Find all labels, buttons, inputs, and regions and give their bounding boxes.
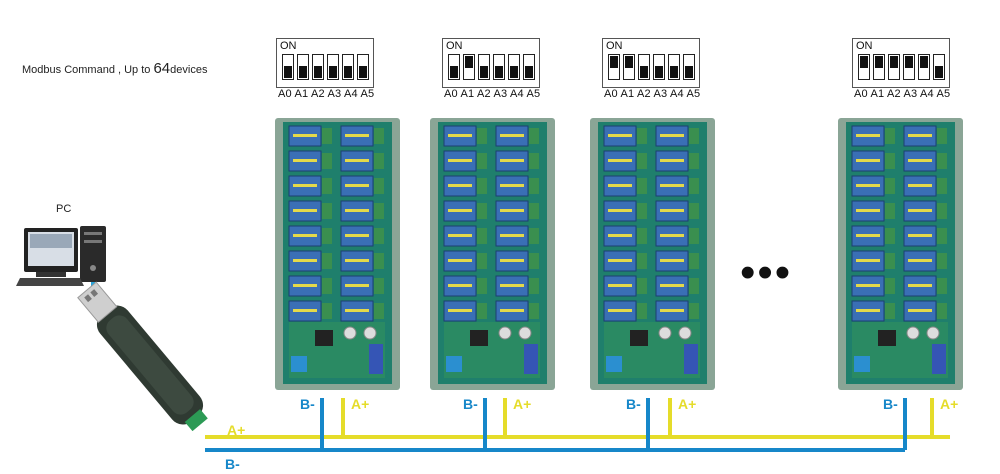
- dip-switch-1-lever-4: [342, 54, 354, 80]
- dip-switch-1-lever-0: [282, 54, 294, 80]
- dip-switch-3-lever-5: [683, 54, 695, 80]
- bus-drop-4: [903, 398, 934, 450]
- pc-icon: [16, 226, 106, 286]
- wire-label-a-4: A+: [940, 396, 959, 412]
- more-devices-ellipsis: •••: [740, 248, 793, 297]
- usb-rs485-adapter-icon: [77, 281, 208, 432]
- caption-suffix: devices: [170, 64, 208, 76]
- dip-switch-1-lever-1: [297, 54, 309, 80]
- dip-switch-4-lever-2: [888, 54, 900, 80]
- dip-switch-2-lever-5: [523, 54, 535, 80]
- dip-switch-4-lever-5: [933, 54, 945, 80]
- bus-drop-3: [646, 398, 672, 450]
- wire-label-b-3: B-: [626, 396, 641, 412]
- wire-label-a-1: A+: [351, 396, 370, 412]
- address-labels-2: A0 A1 A2 A3 A4 A5: [444, 88, 541, 100]
- wire-label-b-1: B-: [300, 396, 315, 412]
- relay-board-1: [275, 118, 400, 390]
- usb-wire-label-b: B-: [225, 456, 240, 472]
- pc-label: PC: [56, 203, 72, 215]
- address-labels-1: A0 A1 A2 A3 A4 A5: [278, 88, 375, 100]
- address-labels-4: A0 A1 A2 A3 A4 A5: [854, 88, 951, 100]
- address-labels-3: A0 A1 A2 A3 A4 A5: [604, 88, 701, 100]
- dip-switch-3: ON: [602, 38, 700, 88]
- wire-label-b-4: B-: [883, 396, 898, 412]
- relay-board-2: [430, 118, 555, 390]
- dip-switch-1-lever-2: [312, 54, 324, 80]
- dip-switch-4-lever-0: [858, 54, 870, 80]
- relay-board-3: [590, 118, 715, 390]
- dip-switch-2: ON: [442, 38, 540, 88]
- dip-switch-3-lever-1: [623, 54, 635, 80]
- dip-on-label: ON: [280, 40, 297, 52]
- dip-switch-1: ON: [276, 38, 374, 88]
- dip-switch-4-lever-1: [873, 54, 885, 80]
- dip-on-label: ON: [606, 40, 623, 52]
- caption-count: 64: [153, 60, 171, 77]
- usb-wire-label-a: A+: [227, 422, 246, 438]
- dip-switch-1-lever-3: [327, 54, 339, 80]
- bus-drop-2: [483, 398, 507, 450]
- relay-board-4: [838, 118, 963, 390]
- bus-drop-1: [320, 398, 345, 450]
- wire-label-a-2: A+: [513, 396, 532, 412]
- dip-on-label: ON: [856, 40, 873, 52]
- dip-switch-2-lever-2: [478, 54, 490, 80]
- dip-switch-3-lever-2: [638, 54, 650, 80]
- dip-switch-2-lever-0: [448, 54, 460, 80]
- dip-switch-4-lever-4: [918, 54, 930, 80]
- dip-switch-4: ON: [852, 38, 950, 88]
- dip-on-label: ON: [446, 40, 463, 52]
- caption-text: Modbus Command , Up to: [22, 64, 154, 76]
- dip-switch-4-lever-3: [903, 54, 915, 80]
- dip-switch-2-lever-1: [463, 54, 475, 80]
- dip-switch-2-lever-3: [493, 54, 505, 80]
- wire-label-b-2: B-: [463, 396, 478, 412]
- dip-switch-1-lever-5: [357, 54, 369, 80]
- dip-switch-2-lever-4: [508, 54, 520, 80]
- dip-switch-3-lever-3: [653, 54, 665, 80]
- wire-label-a-3: A+: [678, 396, 697, 412]
- dip-switch-3-lever-0: [608, 54, 620, 80]
- modbus-caption: Modbus Command , Up to 64devices: [22, 60, 207, 77]
- dip-switch-3-lever-4: [668, 54, 680, 80]
